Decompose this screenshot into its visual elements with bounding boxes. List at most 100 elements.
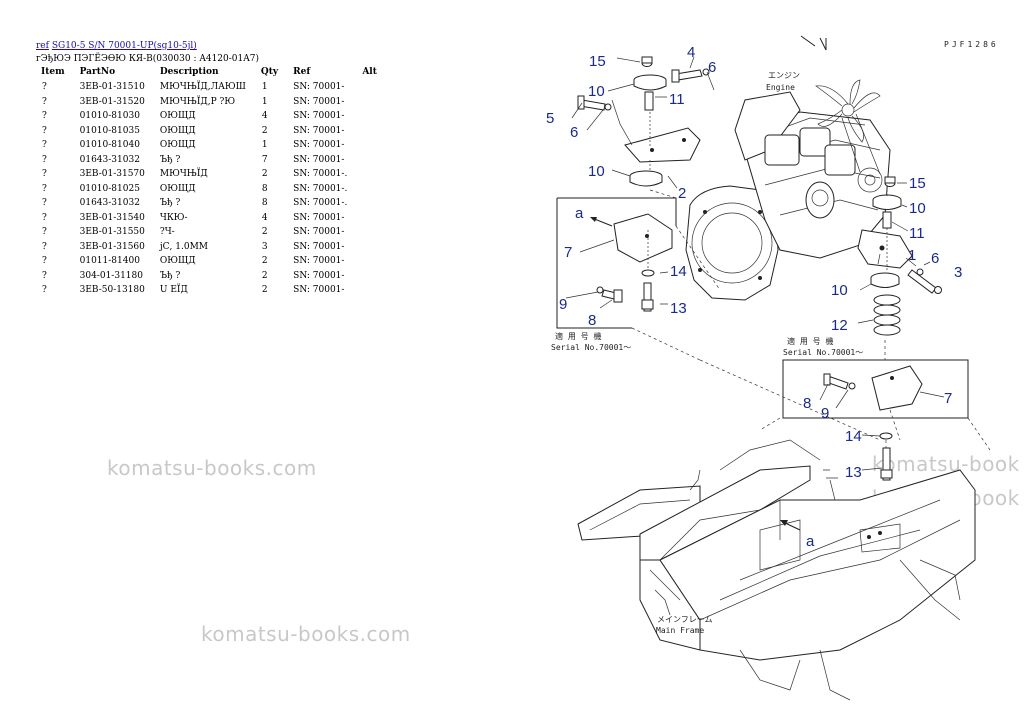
callout-9-right: 9 (821, 405, 829, 422)
callout-10-left: 10 (588, 83, 605, 100)
cell-ref: SN: 70001- (293, 270, 345, 281)
callout-8-left: 8 (588, 312, 596, 329)
cell-ref: SN: 70001-. (293, 198, 348, 209)
cell-qty: 1 (261, 96, 268, 107)
cell-qty: 2 (261, 256, 268, 267)
column-header-description: Description (159, 67, 219, 77)
left-mount-parts (571, 56, 715, 189)
cell-ref: SN: 70001- (293, 212, 345, 223)
watermark: komatsu-books.com (107, 456, 317, 480)
table-row: ? 01643-31032 Ъђ ? 7 SN: 70001- (34, 153, 385, 168)
cell-item: ? (42, 270, 47, 281)
cell-partno: 3EB-01-31520 (79, 96, 145, 107)
parts-table: Item PartNo Description Qty Ref Alt ? 3EB… (34, 66, 385, 298)
cell-ref: SN: 70001- (293, 96, 345, 107)
callout-11-left: 11 (669, 91, 685, 108)
cell-partno: 01643-31032 (79, 154, 140, 165)
main-frame (577, 439, 976, 701)
cell-description: U ЕЇД (159, 285, 188, 296)
cell-qty: 1 (261, 140, 268, 151)
cell-ref: SN: 70001- (293, 140, 345, 151)
header: ref SG10-5 S/N 70001-UP(sg10-5jl) гЭђЮЭ … (36, 40, 259, 65)
cell-qty: 3 (261, 241, 268, 252)
callout-14-left: 14 (670, 263, 687, 280)
cell-item: ? (42, 227, 47, 238)
table-row: ? 3EB-01-31520 МЮЧЊЇД,Р ?Ю 1 SN: 70001- (34, 95, 385, 110)
ref-link[interactable]: ref (36, 41, 49, 51)
serial-left-jp: 適 用 号 機 (555, 331, 601, 341)
cell-item: ? (42, 96, 47, 107)
cell-description: Ъђ ? (159, 154, 181, 165)
break-mark (800, 35, 827, 51)
cell-partno: 3EB-01-31570 (79, 169, 145, 180)
serial-left-en: Serial No.70001～ (551, 343, 631, 352)
callout-a-left: a (575, 205, 584, 222)
cell-item: ? (42, 154, 47, 165)
left-detail-box (556, 197, 677, 329)
right-mount-parts (857, 176, 942, 336)
cell-partno: 3EB-01-31510 (79, 82, 145, 93)
callout-9-left: 9 (559, 296, 567, 313)
frame-label-en: Main Frame (656, 626, 704, 635)
callout-1: 1 (908, 247, 916, 264)
cell-qty: 2 (261, 169, 268, 180)
cell-item: ? (42, 82, 47, 93)
cell-description: МЮЧЊЇД,Р ?Ю (159, 96, 236, 107)
cell-description: ОЮЩД (159, 111, 196, 122)
cell-qty: 7 (261, 154, 268, 165)
table-header-row: Item PartNo Description Qty Ref Alt (34, 66, 385, 80)
callout-6-top: 6 (708, 59, 716, 76)
cell-description: јС, 1.0MM (159, 241, 209, 252)
cell-item: ? (42, 140, 47, 151)
callout-11-right: 11 (909, 225, 925, 242)
callout-2: 2 (678, 185, 686, 202)
cell-ref: SN: 70001-. (293, 183, 348, 194)
callout-4: 4 (687, 44, 695, 61)
cell-item: ? (42, 125, 47, 136)
serial-right-jp: 適 用 号 機 (787, 336, 833, 346)
callout-6-right: 6 (931, 250, 939, 267)
column-header-alt: Alt (362, 67, 377, 77)
cell-partno: 304-01-31180 (79, 270, 143, 281)
cell-qty: 4 (261, 212, 268, 223)
callout-a-frame: a (806, 533, 815, 550)
callout-6-left: 6 (570, 124, 578, 141)
serial-right-en: Serial No.70001～ (783, 348, 863, 357)
cell-description: Ъђ ? (159, 198, 181, 209)
cell-item: ? (42, 169, 47, 180)
cell-qty: 8 (261, 183, 268, 194)
cell-partno: 01643-31032 (79, 198, 140, 209)
cell-description: ОЮЩД (159, 125, 196, 136)
cell-description: ?Ч- (159, 227, 175, 238)
callout-8-right: 8 (803, 395, 811, 412)
cell-ref: SN: 70001- (293, 241, 345, 252)
cell-partno: 01011-81400 (79, 256, 140, 267)
frame-label-jp: メインフレーム (657, 615, 713, 624)
cell-partno: 01010-81035 (79, 125, 140, 136)
model-link[interactable]: SG10-5 S/N 70001-UP(sg10-5jl) (51, 41, 197, 51)
cell-partno: 01010-81025 (79, 183, 140, 194)
callout-5: 5 (546, 110, 554, 127)
cell-description: ЧКЮ- (159, 212, 188, 223)
cell-ref: SN: 70001- (293, 285, 345, 296)
cell-qty: 2 (261, 227, 268, 238)
assembly-lines (631, 189, 901, 441)
right-detail-box (782, 359, 969, 419)
cell-ref: SN: 70001-. (293, 169, 348, 180)
column-header-partno: PartNo (79, 67, 116, 77)
cell-qty: 1 (261, 82, 268, 93)
cell-ref: SN: 70001- (293, 82, 345, 93)
callout-7-right: 7 (944, 390, 952, 407)
callout-10-right-lower: 10 (831, 282, 848, 299)
cell-ref: SN: 70001- (293, 154, 345, 165)
